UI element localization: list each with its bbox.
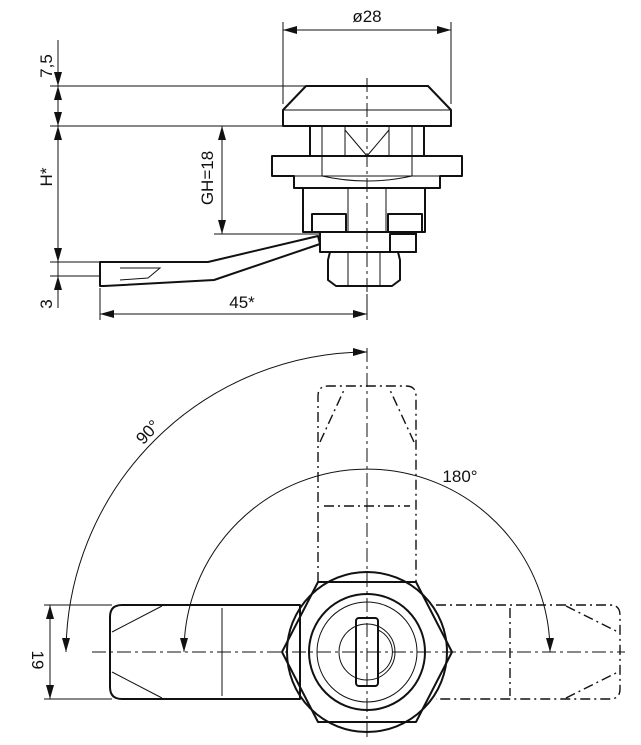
angle-180-label: 180° [442,467,477,486]
grip-label: GH=18 [198,151,217,205]
cam-nut [327,251,401,287]
threaded-shank [302,187,426,233]
side-view-dimensions: ø28 7,5 H* 3 GH=18 45* [37,7,452,320]
angle-90-label: 90° [132,416,163,448]
cam-arm-right-phantom [436,604,621,700]
cam-thickness-label: 3 [37,299,56,308]
cylinder-middle [308,593,426,711]
cam-arm-up-phantom [317,385,417,582]
diameter-label: ø28 [352,7,381,26]
head-height-label: 7,5 [37,54,56,78]
top-view [92,348,625,740]
cam-width-label: 19 [28,651,47,670]
cam-length-label: 45* [229,293,255,312]
key-slot [355,617,379,687]
hex-nut-top [281,581,453,723]
body-height-label: H* [37,167,56,186]
top-view-dimensions: 90° 180° 19 [28,348,554,700]
cylinder-outer [286,571,448,733]
arc-90 [65,351,368,653]
cam-arm-left [109,604,301,700]
cam-arm [99,235,321,287]
arc-180 [183,468,551,653]
side-view [99,78,463,294]
